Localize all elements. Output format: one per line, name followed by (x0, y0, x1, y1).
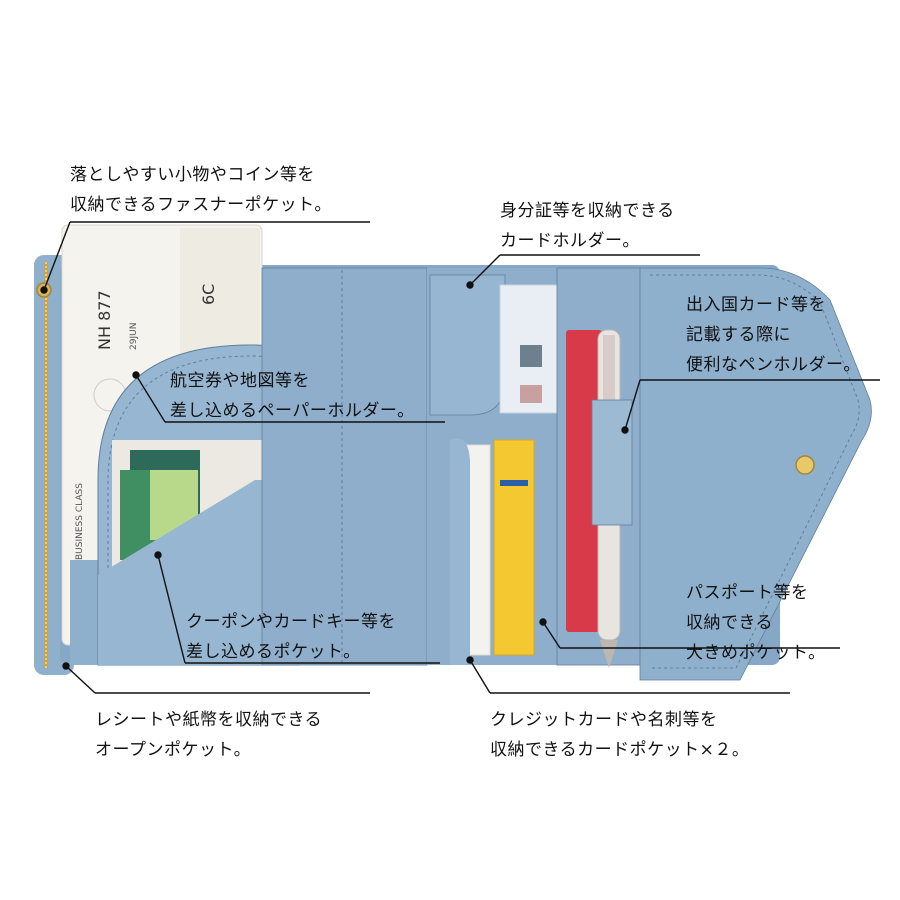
callout-line: 収納できるカードポケット×２。 (490, 740, 750, 760)
callout-line: オープンポケット。 (95, 740, 252, 760)
callout-line: 身分証等を収納できる (500, 201, 675, 221)
pen-holder-loop (591, 399, 633, 526)
callout-line: 収納できるファスナーポケット。 (70, 195, 332, 215)
callout-line: レシートや紙幣を収納できる (95, 710, 323, 730)
callout-line: 大きめポケット。 (686, 643, 826, 663)
callout-paper-holder: 航空券や地図等を 差し込めるペーパーホルダー。 (170, 366, 415, 426)
snap-button-icon (795, 455, 815, 475)
middle-panel (261, 267, 428, 666)
callout-line: 記載する際に (686, 325, 791, 345)
callout-open-pocket: レシートや紙幣を収納できる オープンポケット。 (95, 705, 322, 765)
credit-card (493, 439, 535, 656)
callout-zipper-pocket: 落としやすい小物やコイン等を 収納できるファスナーポケット。 (70, 160, 332, 220)
ticket-seat: 6C (199, 284, 218, 305)
callout-line: 差し込めるペーパーホルダー。 (170, 401, 415, 421)
coupon-pocket-front (98, 480, 300, 665)
card-holder (429, 274, 506, 416)
callout-line: 航空券や地図等を (170, 371, 310, 391)
callout-line: クーポンやカードキー等を (186, 612, 396, 632)
card-pocket-front (450, 438, 470, 665)
callout-card-holder: 身分証等を収納できる カードホルダー。 (500, 196, 675, 256)
ticket-flight: NH 877 (95, 290, 114, 350)
callout-card-pockets: クレジットカードや名刺等を 収納できるカードポケット×２。 (490, 705, 749, 765)
wallet-flap (639, 267, 872, 681)
callout-line: 落としやすい小物やコイン等を (70, 165, 315, 185)
callout-line: クレジットカードや名刺等を (490, 710, 718, 730)
callout-coupon-pocket: クーポンやカードキー等を 差し込めるポケット。 (186, 607, 396, 667)
callout-line: 出入国カード等を (686, 295, 826, 315)
callout-line: 収納できる (686, 613, 774, 633)
callout-line: カードホルダー。 (500, 231, 640, 251)
callout-passport-pocket: パスポート等を 収納できる 大きめポケット。 (686, 578, 826, 668)
callout-line: 差し込めるポケット。 (186, 642, 361, 662)
leader-lines (40, 221, 880, 694)
ticket-date: 29JUN (129, 323, 139, 350)
callout-pen-holder: 出入国カード等を 記載する際に 便利なペンホルダー。 (686, 290, 861, 380)
callout-line: パスポート等を (686, 583, 809, 603)
ticket-class: BUSINESS CLASS (75, 483, 85, 560)
callout-line: 便利なペンホルダー。 (686, 355, 861, 375)
